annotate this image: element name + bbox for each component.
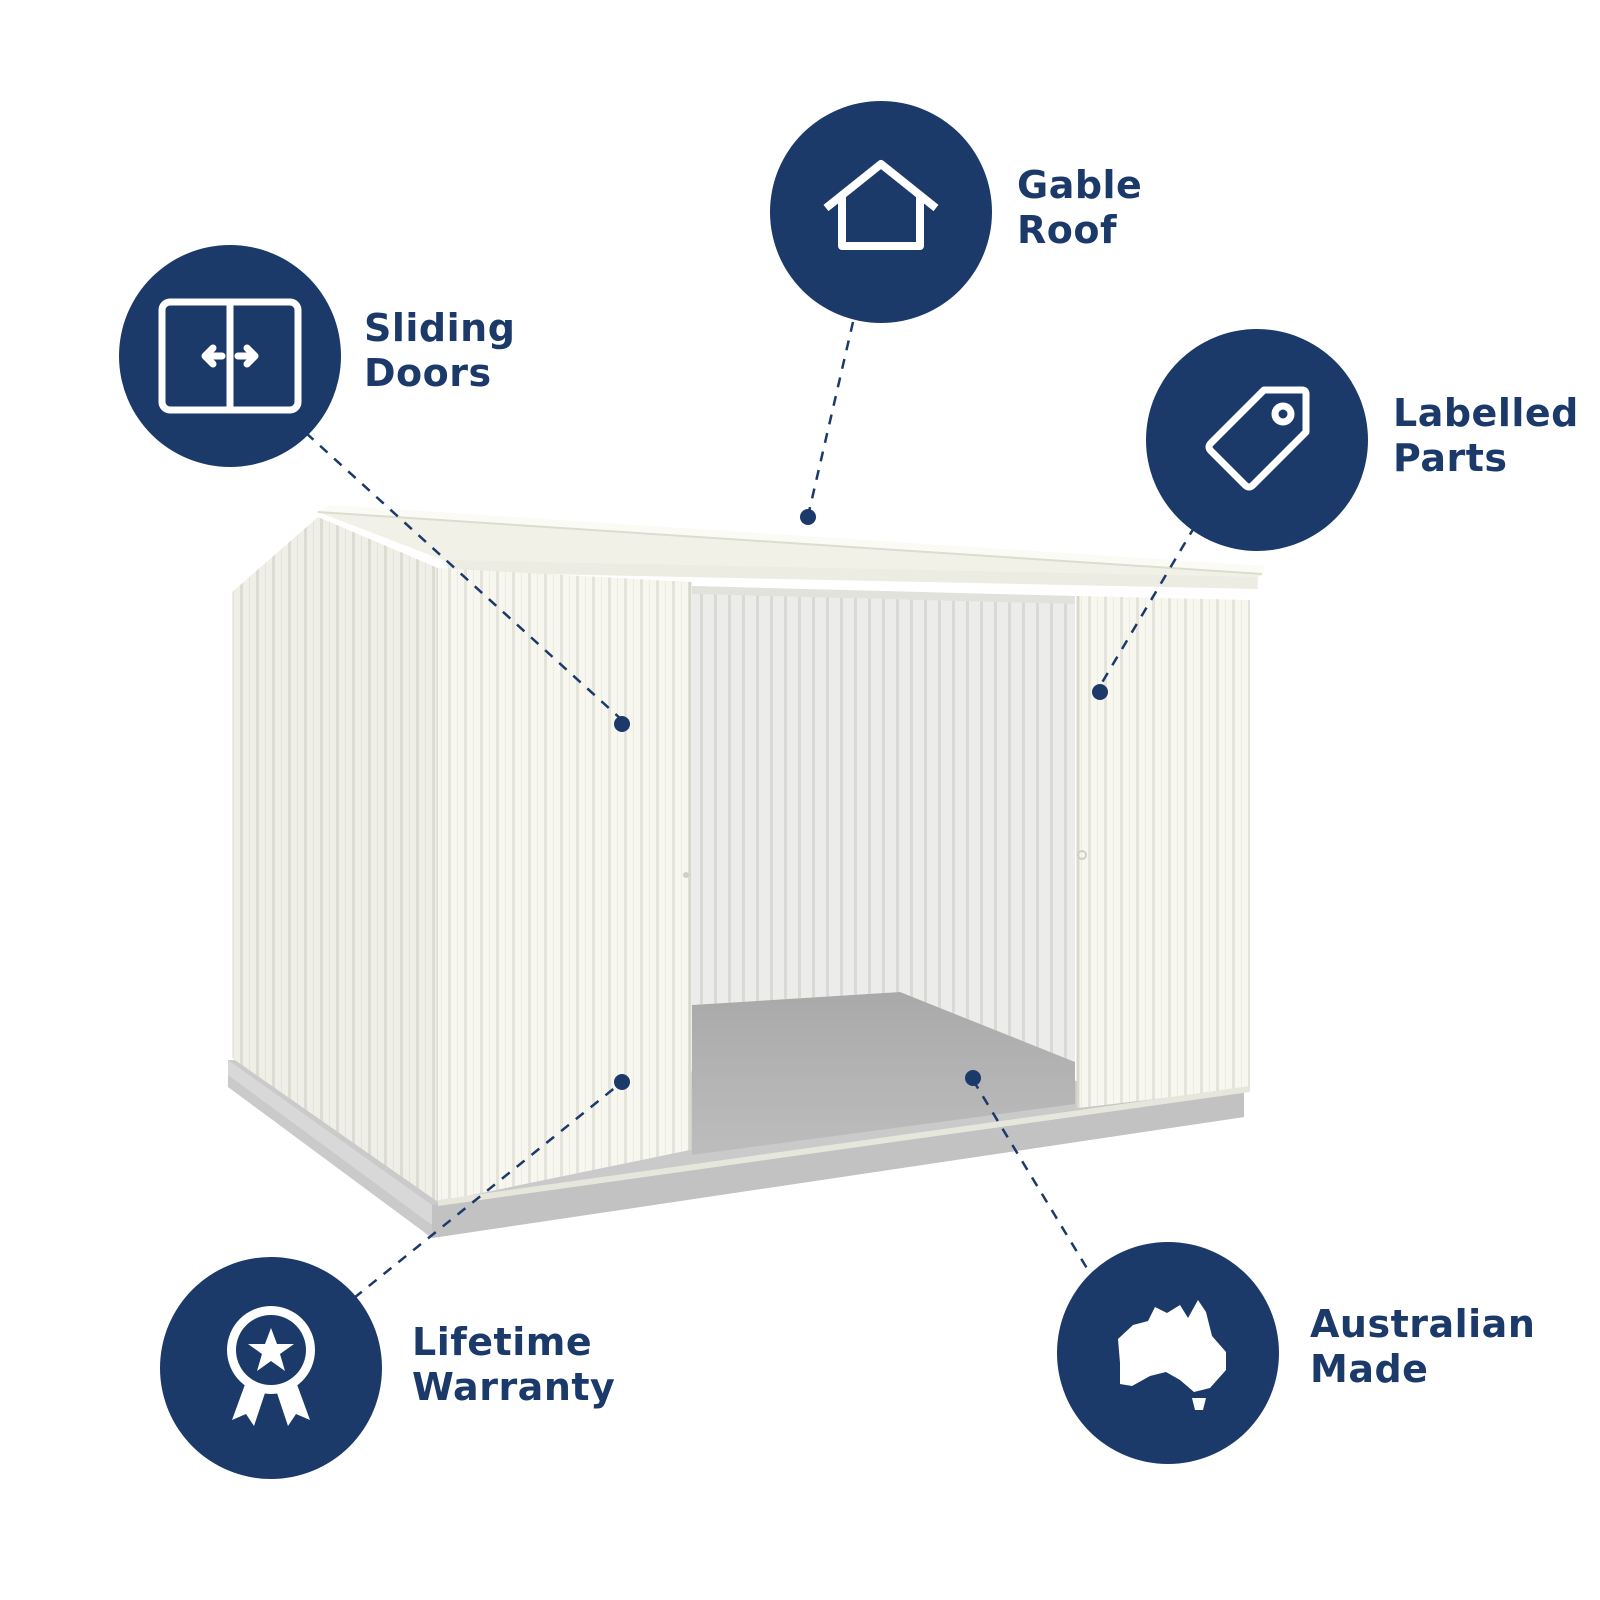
label-gable-roof-line1: Gable	[1017, 163, 1143, 207]
shed-roof	[317, 505, 1265, 589]
label-australian-made: Australian Made	[1310, 1302, 1535, 1392]
label-lifetime-warranty-line1: Lifetime	[412, 1320, 593, 1364]
badge-gable-roof	[770, 101, 992, 323]
dot-lifetime-warranty	[614, 1074, 630, 1090]
badge-sliding-doors	[119, 245, 341, 467]
label-australian-made-line1: Australian	[1310, 1302, 1536, 1346]
label-gable-roof-line2: Roof	[1017, 208, 1118, 252]
dot-gable-roof	[800, 509, 816, 525]
badge-australian-made	[1057, 1242, 1279, 1464]
label-sliding-doors-line1: Sliding	[364, 306, 516, 350]
connector-lifetime-warranty	[353, 1081, 623, 1299]
label-lifetime-warranty-line2: Warranty	[412, 1365, 616, 1409]
label-lifetime-warranty: Lifetime Warranty	[412, 1320, 615, 1410]
connector-labelled-parts	[1098, 525, 1197, 687]
doorway-interior	[692, 586, 1075, 1155]
australia-map-icon	[1118, 1300, 1226, 1410]
award-ribbon-icon	[227, 1306, 315, 1426]
label-australian-made-line2: Made	[1310, 1347, 1429, 1391]
label-sliding-doors-line2: Doors	[364, 351, 492, 395]
label-labelled-parts-line2: Parts	[1393, 436, 1508, 480]
badge-labelled-parts	[1146, 329, 1368, 551]
label-labelled-parts-line1: Labelled	[1393, 391, 1579, 435]
house-icon	[823, 160, 939, 250]
connector-gable-roof	[806, 321, 855, 517]
bottom-trim	[438, 1086, 1250, 1206]
front-right-door	[1076, 596, 1250, 1108]
dot-australian-made	[965, 1070, 981, 1086]
label-labelled-parts: Labelled Parts	[1393, 391, 1579, 481]
front-left-door	[438, 568, 692, 1202]
connector-dots	[614, 509, 1108, 1090]
badge-lifetime-warranty	[160, 1257, 382, 1479]
tag-icon	[1205, 386, 1310, 491]
dot-labelled-parts	[1092, 684, 1108, 700]
connector-sliding-doors	[305, 432, 623, 721]
label-sliding-doors: Sliding Doors	[364, 306, 515, 396]
connector-lines	[305, 321, 1197, 1299]
dot-sliding-doors	[614, 716, 630, 732]
sliding-doors-icon	[158, 298, 302, 414]
label-gable-roof: Gable Roof	[1017, 163, 1142, 253]
